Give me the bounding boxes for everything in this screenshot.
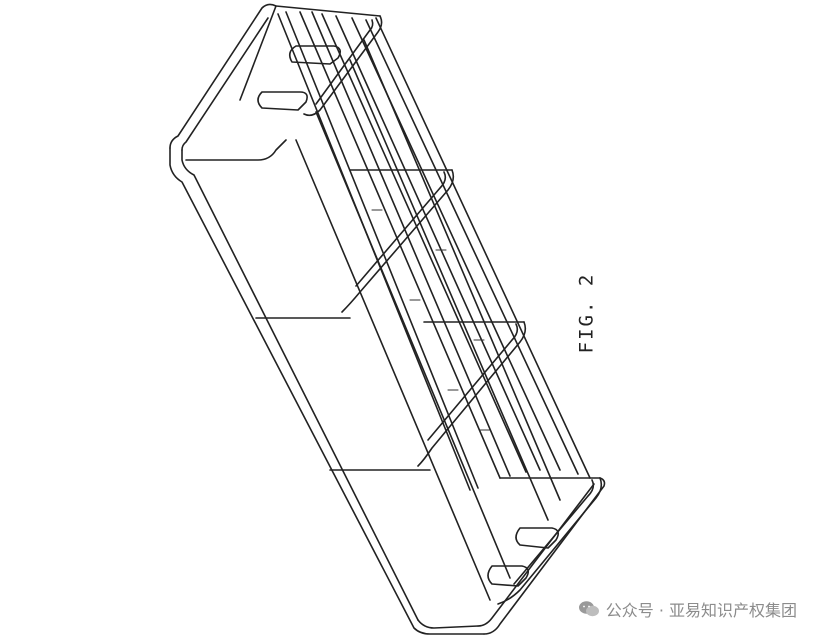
wechat-icon (578, 601, 599, 617)
cross-wires (303, 15, 603, 605)
side-rails (277, 11, 591, 601)
front-corner (417, 477, 606, 635)
back-panel (169, 3, 485, 635)
figure-label: FIG. 2 (575, 272, 598, 354)
watermark: 公众号 · 亚易知识产权集团 (578, 597, 797, 621)
watermark-text: 公众号 · 亚易知识产权集团 (605, 601, 797, 620)
rung-marks (371, 209, 491, 431)
hanging-slots (257, 45, 560, 587)
